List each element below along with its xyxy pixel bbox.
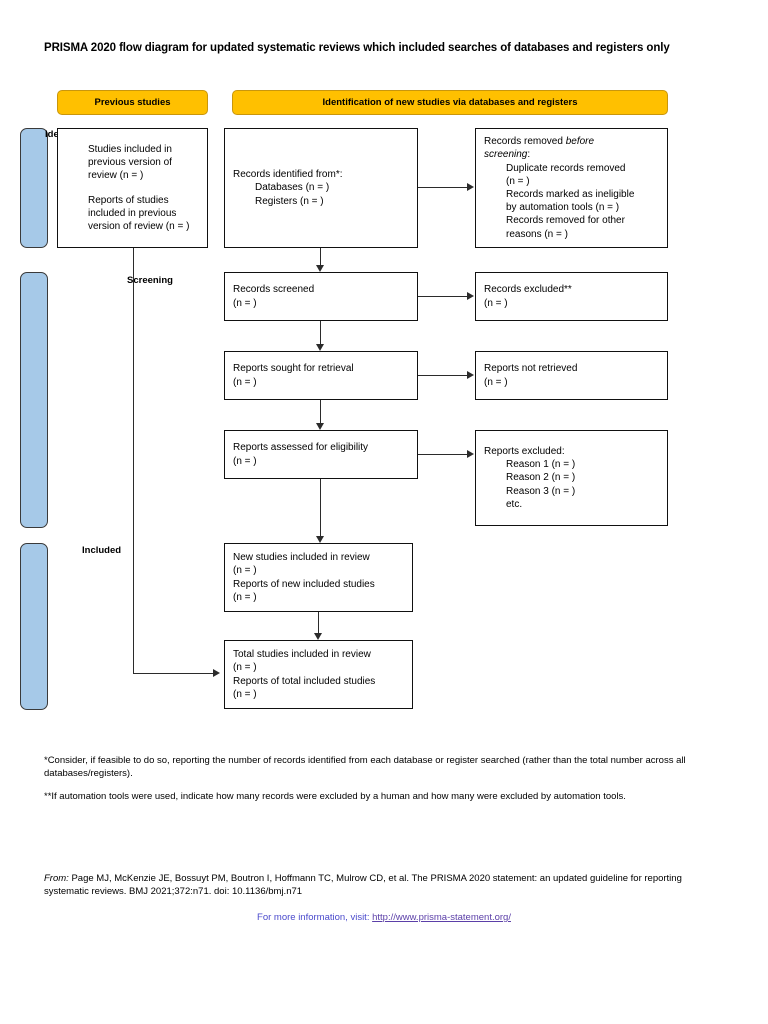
- connector-screened-to-excluded: [418, 296, 468, 298]
- box-new-studies-included: New studies included in review (n = ) Re…: [224, 543, 413, 612]
- footnote-automation: **If automation tools were used, indicat…: [44, 791, 626, 802]
- connector-previous-studies-to-total: [133, 673, 214, 675]
- arrowhead-down-icon: [315, 344, 324, 351]
- box-records-excluded: Records excluded** (n = ): [475, 272, 668, 321]
- box-total-studies-included: Total studies included in review (n = ) …: [224, 640, 413, 709]
- box-text-line: Databases (n = ): [255, 182, 330, 194]
- more-information: For more information, visit: http://www.…: [0, 912, 768, 923]
- arrowhead-down-icon: [315, 423, 324, 430]
- box-records-screened: Records screened (n = ): [224, 272, 418, 321]
- connector-sought-to-not-retrieved: [418, 375, 468, 377]
- arrowhead-down-icon: [315, 265, 324, 272]
- citation-text: Page MJ, McKenzie JE, Bossuyt PM, Boutro…: [44, 873, 682, 898]
- arrowhead-down-icon: [313, 633, 322, 640]
- box-text-line: Records removed for other: [506, 215, 625, 227]
- stage-bar-identification: [20, 128, 48, 248]
- box-text-line: (n = ): [233, 376, 257, 388]
- arrowhead-right-icon: [467, 292, 474, 300]
- box-text-line: Reports not retrieved: [484, 363, 578, 375]
- box-text-line: Records marked as ineligible: [506, 189, 635, 200]
- connector-sought-to-assessed: [320, 400, 322, 423]
- box-text-line: reasons (n = ): [506, 228, 568, 240]
- more-info-prefix: For more information, visit:: [257, 912, 373, 923]
- box-text-line: (n = ): [233, 591, 257, 603]
- box-previous-studies-included: Studies included in previous version of …: [57, 128, 208, 248]
- box-text-line: Reason 2 (n = ): [506, 472, 576, 484]
- arrowhead-right-icon: [467, 450, 474, 458]
- stage-bar-included: [20, 543, 48, 710]
- box-text-line: Reports sought for retrieval: [233, 363, 354, 375]
- box-text-line: etc.: [506, 498, 523, 510]
- box-text-line: Records excluded**: [484, 284, 572, 296]
- box-text-line: New studies included in review: [233, 552, 370, 564]
- footnote-consider: *Consider, if feasible to do so, reporti…: [44, 755, 686, 780]
- box-text-line: Reports of studies: [88, 194, 169, 206]
- box-text-line: (n = ): [233, 297, 257, 309]
- box-text-line: Records screened: [233, 284, 315, 296]
- removed-prefix: Records removed: [484, 136, 566, 148]
- box-text-line: by automation tools (n = ): [506, 202, 620, 214]
- box-text-line: (n = ): [506, 175, 530, 187]
- box-text-line: Reason 3 (n = ): [506, 485, 576, 497]
- connector-new-to-total-included: [318, 612, 320, 633]
- box-text-line: Studies included in: [88, 143, 172, 155]
- box-text-line: (n = ): [484, 297, 508, 309]
- citation: From: Page MJ, McKenzie JE, Bossuyt PM, …: [44, 872, 724, 899]
- box-text-line: review (n = ): [88, 170, 144, 182]
- box-text-line: Reports excluded:: [484, 446, 565, 458]
- stage-bar-screening: [20, 272, 48, 528]
- box-text-line: Records identified from*:: [233, 169, 343, 181]
- arrowhead-right-icon: [213, 669, 220, 677]
- arrowhead-right-icon: [467, 371, 474, 379]
- connector-assessed-to-reports-excluded: [418, 454, 468, 456]
- box-text-line: version of review (n = ): [88, 220, 190, 232]
- box-text-line: (n = ): [233, 688, 257, 700]
- box-text-line: Reports assessed for eligibility: [233, 442, 369, 454]
- box-text-line: Duplicate records removed: [506, 162, 626, 174]
- connector-previous-studies-vertical: [133, 248, 135, 674]
- removed-emphasis-screening: screening: [484, 149, 528, 161]
- page-title: PRISMA 2020 flow diagram for updated sys…: [44, 42, 670, 54]
- box-spacer: [66, 183, 199, 194]
- removed-emphasis-before: before: [565, 136, 595, 148]
- connector-screened-to-sought: [320, 321, 322, 344]
- connector-assessed-to-new-included: [320, 479, 322, 536]
- box-text-line: (n = ): [233, 455, 257, 467]
- box-reports-assessed-for-eligibility: Reports assessed for eligibility (n = ): [224, 430, 418, 479]
- prisma-statement-link[interactable]: http://www.prisma-statement.org/: [372, 912, 511, 923]
- removed-colon: :: [527, 149, 531, 161]
- box-text-line: Total studies included in review: [233, 649, 371, 661]
- connector-identified-to-removed: [418, 187, 468, 189]
- citation-from-label: From:: [44, 873, 69, 884]
- box-text-line: Reports of new included studies: [233, 578, 375, 590]
- box-text-line: Registers (n = ): [255, 195, 324, 207]
- arrowhead-down-icon: [315, 536, 324, 543]
- box-reports-sought-for-retrieval: Reports sought for retrieval (n = ): [224, 351, 418, 400]
- box-reports-excluded: Reports excluded: Reason 1 (n = ) Reason…: [475, 430, 668, 526]
- box-records-identified: Records identified from*: Databases (n =…: [224, 128, 418, 248]
- header-identification-new-studies: Identification of new studies via databa…: [232, 90, 668, 115]
- box-text-line: screening:: [484, 148, 659, 161]
- box-text-line: Records removed before: [484, 135, 659, 148]
- header-previous-studies: Previous studies: [57, 90, 208, 115]
- box-text-line: Reports of total included studies: [233, 675, 376, 687]
- box-text-line: included in previous: [88, 207, 177, 219]
- box-records-removed-before-screening: Records removed before screening: Duplic…: [475, 128, 668, 248]
- arrowhead-right-icon: [467, 183, 474, 191]
- box-text-line: (n = ): [233, 565, 257, 577]
- box-text-line: previous version of: [88, 157, 172, 169]
- box-text-line: (n = ): [484, 376, 508, 388]
- stage-label-screening: Screening: [127, 275, 173, 286]
- box-text-line: (n = ): [233, 662, 257, 674]
- connector-identified-to-screened: [320, 248, 322, 265]
- stage-label-included: Included: [82, 545, 122, 556]
- box-text-line: Reason 1 (n = ): [506, 459, 576, 471]
- box-reports-not-retrieved: Reports not retrieved (n = ): [475, 351, 668, 400]
